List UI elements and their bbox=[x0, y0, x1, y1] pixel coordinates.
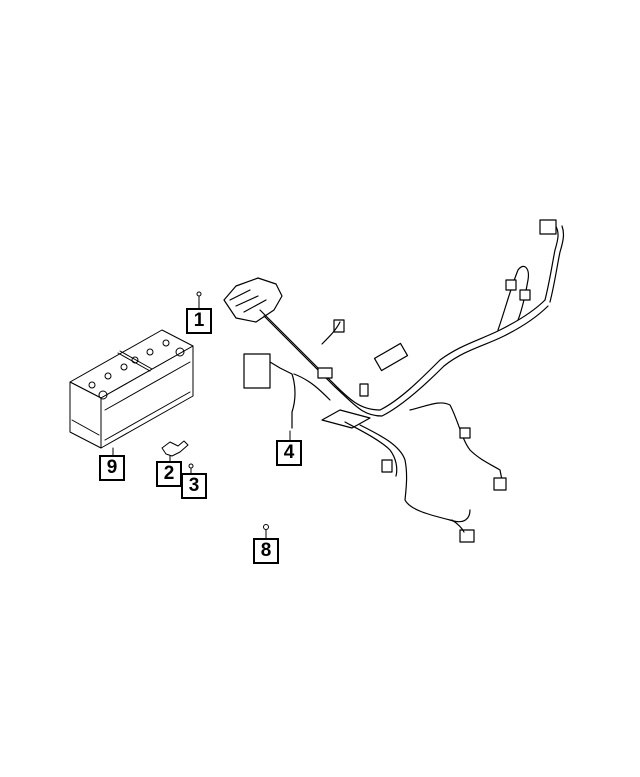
nut-3-icon bbox=[188, 463, 194, 469]
nut-1-icon bbox=[196, 291, 202, 297]
callout-1[interactable]: 1 bbox=[186, 308, 212, 334]
callout-3[interactable]: 3 bbox=[181, 473, 207, 499]
battery-illustration bbox=[69, 329, 194, 449]
callout-2[interactable]: 2 bbox=[156, 461, 182, 487]
callout-8[interactable]: 8 bbox=[253, 538, 279, 564]
bracket-illustration bbox=[161, 440, 189, 462]
nut-8-icon bbox=[263, 524, 269, 530]
callout-9[interactable]: 9 bbox=[99, 455, 125, 481]
callout-4[interactable]: 4 bbox=[276, 440, 302, 466]
wiring-harness-illustration bbox=[223, 219, 565, 543]
